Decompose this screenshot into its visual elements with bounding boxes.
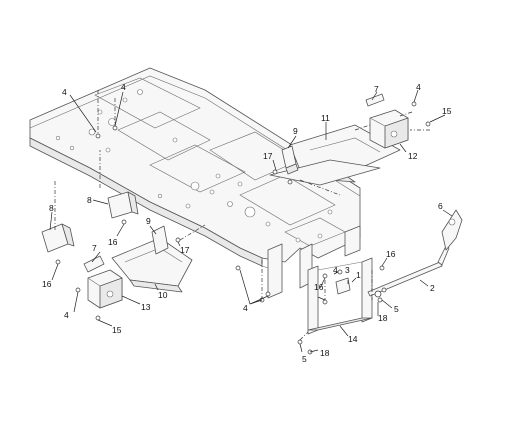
callout-label: 9: [146, 216, 151, 226]
callout-label: 10: [158, 290, 168, 300]
guard-box-right: [369, 109, 409, 149]
callout-label: 18: [378, 313, 388, 323]
callout-label: 4: [243, 303, 248, 313]
callout-label: 8: [87, 195, 92, 205]
callout-label: 8: [49, 203, 54, 213]
assembly-lines: [54, 90, 430, 341]
side-bracket-upper: [107, 191, 139, 219]
callout-label: 6: [438, 201, 443, 211]
callout-label: 4: [64, 310, 69, 320]
callout-label: 4: [416, 82, 421, 92]
callout-label: 4: [333, 265, 338, 275]
callout-label: 11: [321, 113, 330, 123]
callout-labels: 4 4 7 4 15 11 9 17 12 8 8 6 16 9 17 7 16…: [42, 82, 452, 364]
pedal-upper: [365, 93, 385, 107]
leader-lines: [49, 89, 453, 353]
rear-bracket: [307, 257, 373, 335]
callout-label: 16: [386, 249, 396, 259]
callout-label: 17: [263, 151, 273, 161]
callout-label: 4: [121, 82, 126, 92]
fasteners: [55, 101, 431, 355]
callout-label: 3: [345, 265, 350, 275]
callout-label: 5: [302, 354, 307, 364]
callout-label: 7: [374, 84, 379, 94]
clamp: [335, 277, 351, 295]
callout-label: 16: [108, 237, 118, 247]
callout-label: 4: [62, 87, 67, 97]
callout-label: 16: [314, 282, 324, 292]
callout-label: 18: [320, 348, 330, 358]
callout-label: 17: [180, 245, 190, 255]
chassis-frame: [29, 67, 361, 299]
lift-rod: [367, 209, 463, 298]
mount-bracket-lower: [151, 225, 169, 255]
callout-label: 13: [141, 302, 151, 312]
callout-label: 12: [408, 151, 418, 161]
callout-label: 15: [112, 325, 122, 335]
callout-label: 14: [348, 334, 358, 344]
callout-label: 7: [92, 243, 97, 253]
pedal-lower: [83, 255, 105, 273]
callout-label: 16: [42, 279, 52, 289]
guard-box-left: [87, 269, 123, 309]
callout-label: 2: [430, 283, 435, 293]
callout-label: 15: [442, 106, 452, 116]
callout-label: 5: [394, 304, 399, 314]
side-bracket-lower: [41, 223, 75, 253]
callout-label: 9: [293, 126, 298, 136]
callout-label: 1: [356, 270, 361, 280]
